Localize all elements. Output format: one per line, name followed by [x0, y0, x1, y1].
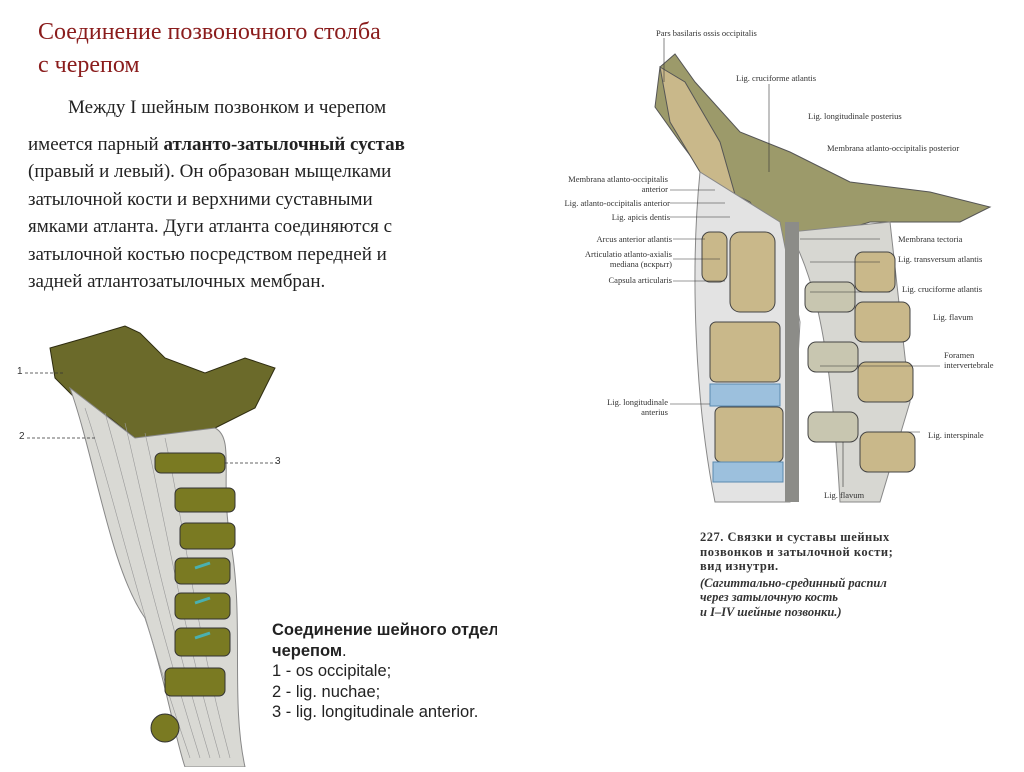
right-figure-caption: 227. Связки и суставы шейных позвонков и… [700, 530, 894, 619]
label-pars-basilaris: Pars basilaris ossis occipitalis [656, 28, 757, 38]
marker-3: 3 [275, 456, 281, 467]
label-cruciforme: Lig. cruciforme atlantis [902, 284, 983, 294]
cervical-spine-illustration: 1 2 3 [15, 318, 285, 768]
label-tectoria: Membrana tectoria [898, 234, 963, 244]
marker-2: 2 [19, 431, 25, 442]
label-flavum-1: Lig. flavum [933, 312, 974, 322]
label-apicis: Lig. apicis dentis [611, 212, 670, 222]
label-long-post: Lig. longitudinale posterius [808, 111, 902, 121]
marker-1: 1 [17, 366, 23, 377]
sagittal-section-illustration: Pars basilaris ossis occipitalis Lig. cr… [550, 22, 1020, 512]
label-memb-post: Membrana atlanto-occipitalis posterior [827, 143, 960, 153]
label-arcus: Arcus anterior atlantis [596, 234, 672, 244]
label-capsula: Capsula articularis [608, 275, 673, 285]
body-paragraph: Между I шейным позвонком и черепом имеет… [28, 97, 405, 292]
label-flavum-2: Lig. flavum [824, 490, 865, 500]
label-lig-ao-ant: Lig. atlanto-occipitalis anterior [564, 198, 670, 208]
slide-title: Соединение позвоночного столба с черепом [38, 19, 381, 78]
left-figure-caption: Соединение шейного отдела позвоночника с… [272, 621, 497, 721]
label-interspinale: Lig. interspinale [928, 430, 984, 440]
label-cruciforme-top: Lig. cruciforme atlantis [736, 73, 817, 83]
label-transversum: Lig. transversum atlantis [898, 254, 983, 264]
